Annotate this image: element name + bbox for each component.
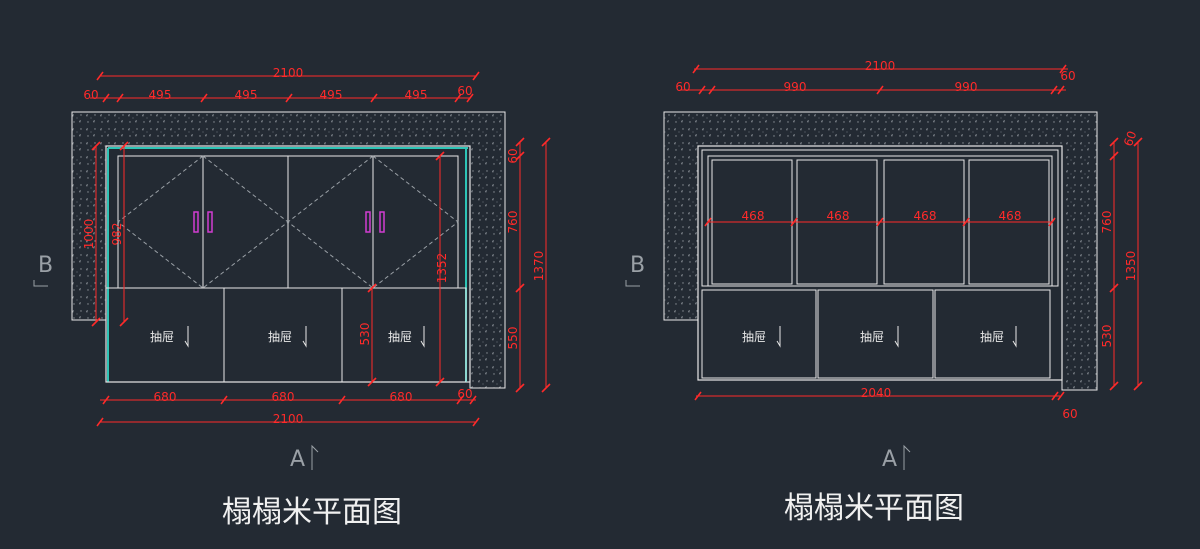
- right-dimension-ticks: [692, 64, 1143, 401]
- right-section-a-marker: [903, 444, 911, 470]
- right-drawer-1: [701, 289, 817, 379]
- left-drawer-label-1: 抽屉: [150, 330, 174, 344]
- right-dim-total-bottom: 2040: [861, 386, 892, 400]
- right-dim-side-530: 530: [1100, 325, 1114, 348]
- right-section-b-marker: [625, 280, 640, 287]
- right-dim-cell-1: 468: [742, 209, 765, 223]
- left-drawer-3: [341, 287, 467, 383]
- right-dim-total-top: 2100: [865, 59, 896, 73]
- right-plan-title: 榻榻米平面图: [784, 491, 964, 526]
- right-section-a: A: [882, 447, 897, 472]
- left-dim-height-inner: 1352: [435, 253, 449, 284]
- left-door-swing-lines: [117, 155, 459, 289]
- right-dim-cell-2: 468: [827, 209, 850, 223]
- right-dim-side-760: 760: [1100, 211, 1114, 234]
- right-section-b: B: [630, 253, 645, 278]
- left-section-b-marker: [33, 280, 48, 287]
- left-section-a-marker: [311, 444, 319, 470]
- right-dim-end-right: 60: [1060, 69, 1075, 83]
- left-drawer-label-3: 抽屉: [388, 330, 412, 344]
- left-dim-drawer-w3: 680: [390, 390, 413, 404]
- right-drawer-label-3: 抽屉: [980, 330, 1004, 344]
- left-dim-side-60: 60: [506, 148, 520, 163]
- left-section-b: B: [38, 253, 53, 278]
- right-dim-cell-3: 468: [914, 209, 937, 223]
- right-dim-cell-4: 468: [999, 209, 1022, 223]
- left-dim-side-760: 760: [506, 211, 520, 234]
- right-dim-side-60: 60: [1121, 129, 1139, 148]
- left-section-a: A: [290, 447, 305, 472]
- left-dim-side-1370: 1370: [532, 251, 546, 282]
- left-dimension-ticks: [91, 71, 551, 427]
- right-drawer-label-1: 抽屉: [742, 330, 766, 344]
- left-dim-seg-4: 495: [405, 88, 428, 102]
- left-dim-side-550: 550: [506, 327, 520, 350]
- left-door-handle-1: [193, 211, 199, 233]
- right-dim-bottom-60: 60: [1062, 407, 1077, 421]
- left-dim-height-door: 982: [110, 223, 124, 246]
- left-dim-total-bottom: 2100: [273, 412, 304, 426]
- left-door-handle-2: [207, 211, 213, 233]
- right-wall: [663, 111, 1098, 391]
- left-dim-seg-1: 495: [149, 88, 172, 102]
- left-dim-seg-3: 495: [320, 88, 343, 102]
- right-cabinet-frame: [697, 145, 1063, 381]
- left-dimension-lines: [90, 75, 547, 423]
- left-dim-end-left: 60: [83, 88, 98, 102]
- left-drawer-label-2: 抽屉: [268, 330, 292, 344]
- right-drawer-3: [934, 289, 1051, 379]
- left-dim-end-right: 60: [457, 84, 472, 98]
- left-dim-height-left: 1000: [82, 219, 96, 250]
- right-dim-seg-2: 990: [955, 80, 978, 94]
- left-dim-seg-2: 495: [235, 88, 258, 102]
- left-door-handle-4: [379, 211, 385, 233]
- left-door-handle-3: [365, 211, 371, 233]
- right-dim-end-left: 60: [675, 80, 690, 94]
- left-dim-height-drawer: 530: [358, 323, 372, 346]
- right-dimension-lines: [680, 68, 1139, 397]
- right-dim-side-1350: 1350: [1124, 251, 1138, 282]
- left-dim-bottom-60: 60: [457, 387, 472, 401]
- left-dim-drawer-w1: 680: [154, 390, 177, 404]
- right-drawer-arrows: [776, 326, 1017, 348]
- left-dim-total-top: 2100: [273, 66, 304, 80]
- right-drawer-label-2: 抽屉: [860, 330, 884, 344]
- right-plan: 抽屉 抽屉 抽屉 2: [625, 59, 1143, 526]
- left-plan: 抽屉 抽屉 抽屉: [33, 66, 551, 530]
- left-drawer-arrows: [184, 326, 425, 348]
- right-dim-seg-1: 990: [784, 80, 807, 94]
- left-plan-title: 榻榻米平面图: [222, 495, 402, 530]
- left-dim-drawer-w2: 680: [272, 390, 295, 404]
- right-drawer-2: [817, 289, 934, 379]
